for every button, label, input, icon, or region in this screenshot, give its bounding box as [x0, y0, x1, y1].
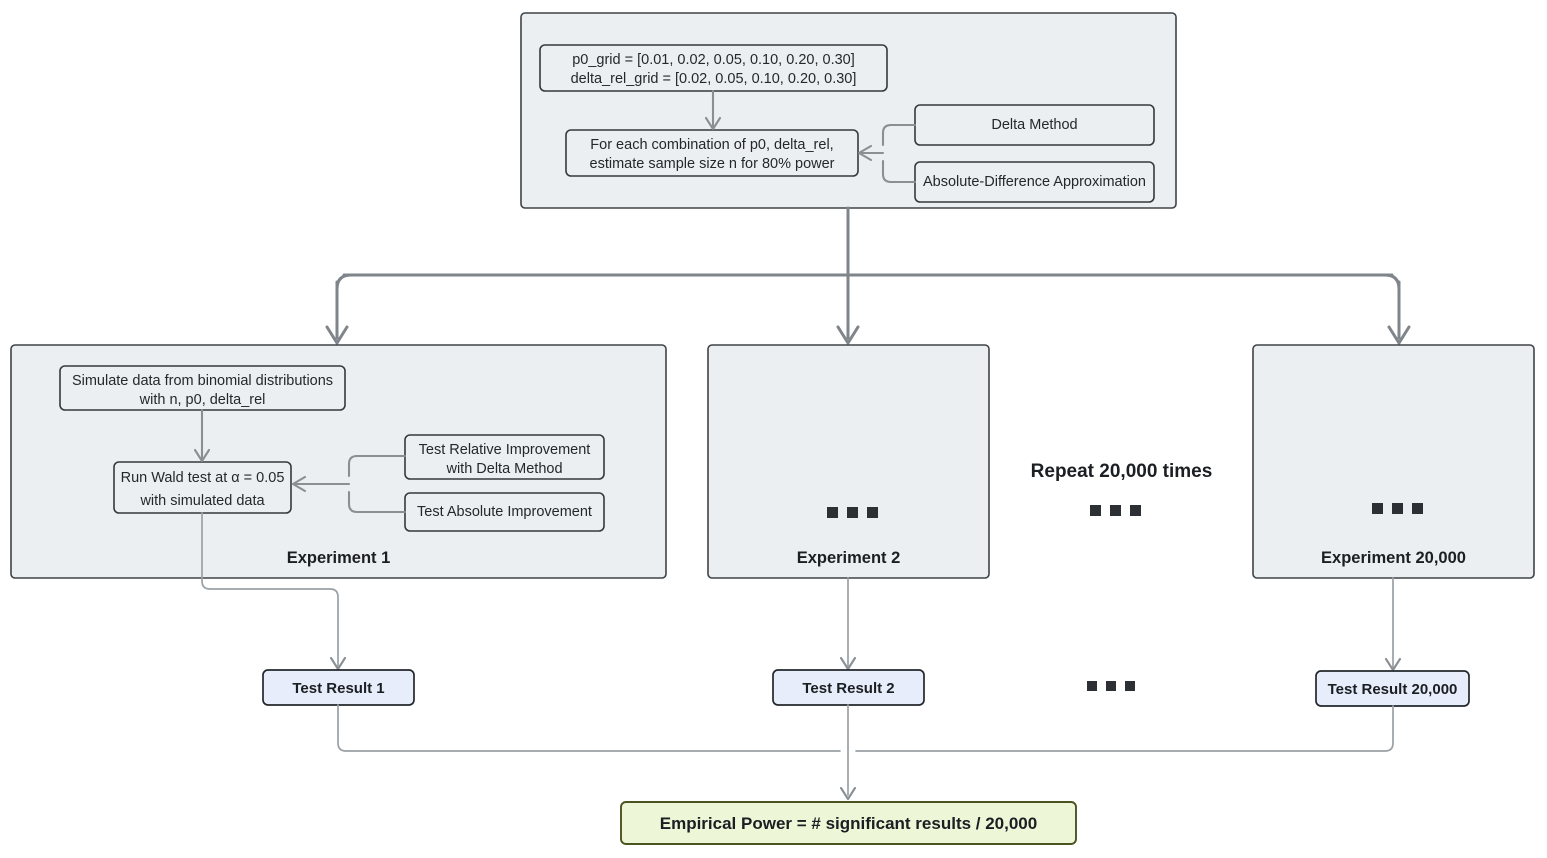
experiment-2-ellipsis-icon: [827, 507, 878, 518]
arrowhead-to-experiment-2: [836, 325, 860, 345]
experiment-2-container: [707, 344, 990, 579]
experiment-n-container: [1252, 344, 1535, 579]
edge-fanout-left-corner: [335, 273, 353, 291]
experiments-between-ellipsis-icon: [1090, 505, 1141, 516]
empirical-power-node[interactable]: [620, 801, 1077, 845]
test-absolute-improvement-node[interactable]: [404, 492, 605, 532]
arrowhead-grid-to-samplesize: [704, 116, 722, 131]
arrowhead-tests-to-wald: [291, 475, 307, 493]
test-result-n-node[interactable]: [1315, 670, 1470, 707]
arrowhead-to-experiment-1: [325, 325, 349, 345]
experiment-n-ellipsis-icon: [1372, 503, 1423, 514]
arrowhead-to-empirical-power: [839, 786, 857, 801]
edge-delta-method-to-samplesize: [881, 123, 917, 147]
test-result-1-node[interactable]: [262, 669, 415, 706]
edge-wald-to-result-1: [201, 512, 339, 667]
edge-fanout-right-corner: [1383, 273, 1401, 291]
absolute-difference-node[interactable]: [914, 161, 1155, 203]
arrowhead-simulate-to-wald: [193, 448, 211, 463]
wald-test-node[interactable]: [113, 461, 292, 514]
edge-absolute-diff-to-samplesize: [881, 159, 917, 184]
arrowhead-to-experiment-n: [1387, 325, 1411, 345]
arrowhead-methods-to-samplesize: [857, 144, 873, 162]
test-relative-improvement-node[interactable]: [404, 434, 605, 480]
arrowhead-wald-to-result-1: [329, 656, 347, 671]
edge-result-1-down: [337, 704, 841, 752]
edge-absolute-test-to-wald: [347, 490, 407, 514]
edge-result-n-down: [855, 705, 1394, 752]
arrowhead-experiment-2-to-result-2: [839, 656, 857, 671]
results-ellipsis-icon: [1087, 681, 1135, 691]
delta-method-node[interactable]: [914, 104, 1155, 146]
arrowhead-experiment-n-to-result-n: [1384, 657, 1402, 672]
p0-grid-node[interactable]: [539, 44, 888, 92]
edge-relative-test-to-wald: [347, 454, 407, 478]
sample-size-node[interactable]: [565, 129, 859, 177]
simulate-data-node[interactable]: [59, 365, 346, 411]
test-result-2-node[interactable]: [772, 669, 925, 706]
